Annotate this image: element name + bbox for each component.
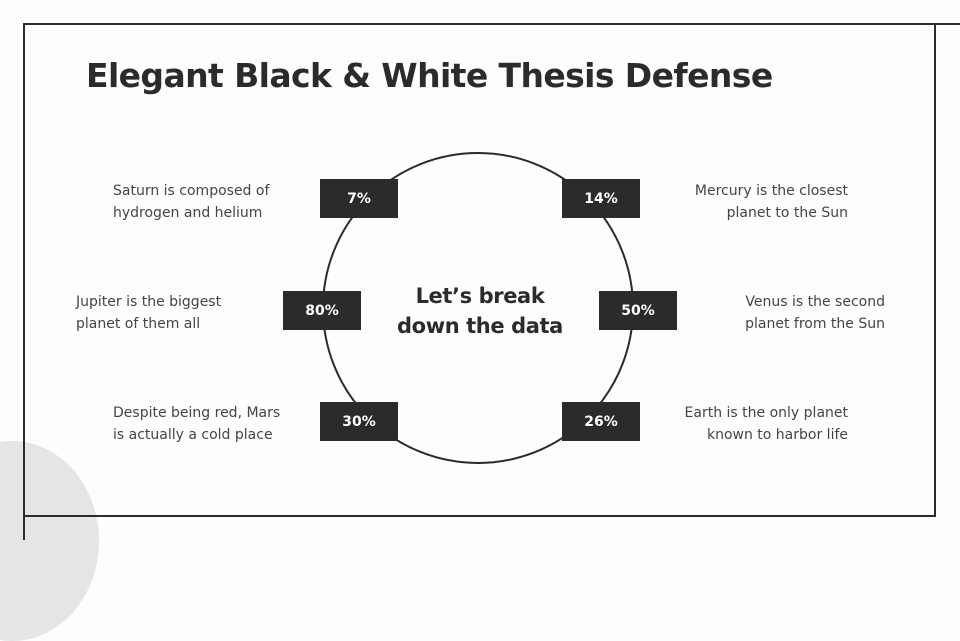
desc-venus: Venus is the second planet from the Sun xyxy=(745,294,885,332)
desc-mercury: Mercury is the closest planet to the Sun xyxy=(694,183,848,221)
badge-venus: 50% xyxy=(599,291,677,330)
decorative-circle xyxy=(0,441,99,641)
badge-mercury: 14% xyxy=(562,179,640,218)
desc-jupiter: Jupiter is the biggest planet of them al… xyxy=(76,294,222,332)
center-heading: Let’s break down the data xyxy=(380,281,580,341)
slide-title: Elegant Black & White Thesis Defense xyxy=(86,56,773,95)
desc-mars: Despite being red, Mars is actually a co… xyxy=(113,405,281,443)
frame-bottom-line xyxy=(23,515,936,517)
desc-earth: Earth is the only planet known to harbor… xyxy=(684,405,848,443)
desc-saturn: Saturn is composed of hydrogen and heliu… xyxy=(113,183,270,221)
badge-jupiter: 80% xyxy=(283,291,361,330)
center-heading-line2: down the data xyxy=(397,314,563,338)
badge-mars: 30% xyxy=(320,402,398,441)
frame-left-line xyxy=(23,23,25,540)
frame-right-line xyxy=(934,23,936,517)
frame-top-line xyxy=(23,23,960,25)
badge-saturn: 7% xyxy=(320,179,398,218)
center-heading-line1: Let’s break xyxy=(415,284,545,308)
badge-earth: 26% xyxy=(562,402,640,441)
